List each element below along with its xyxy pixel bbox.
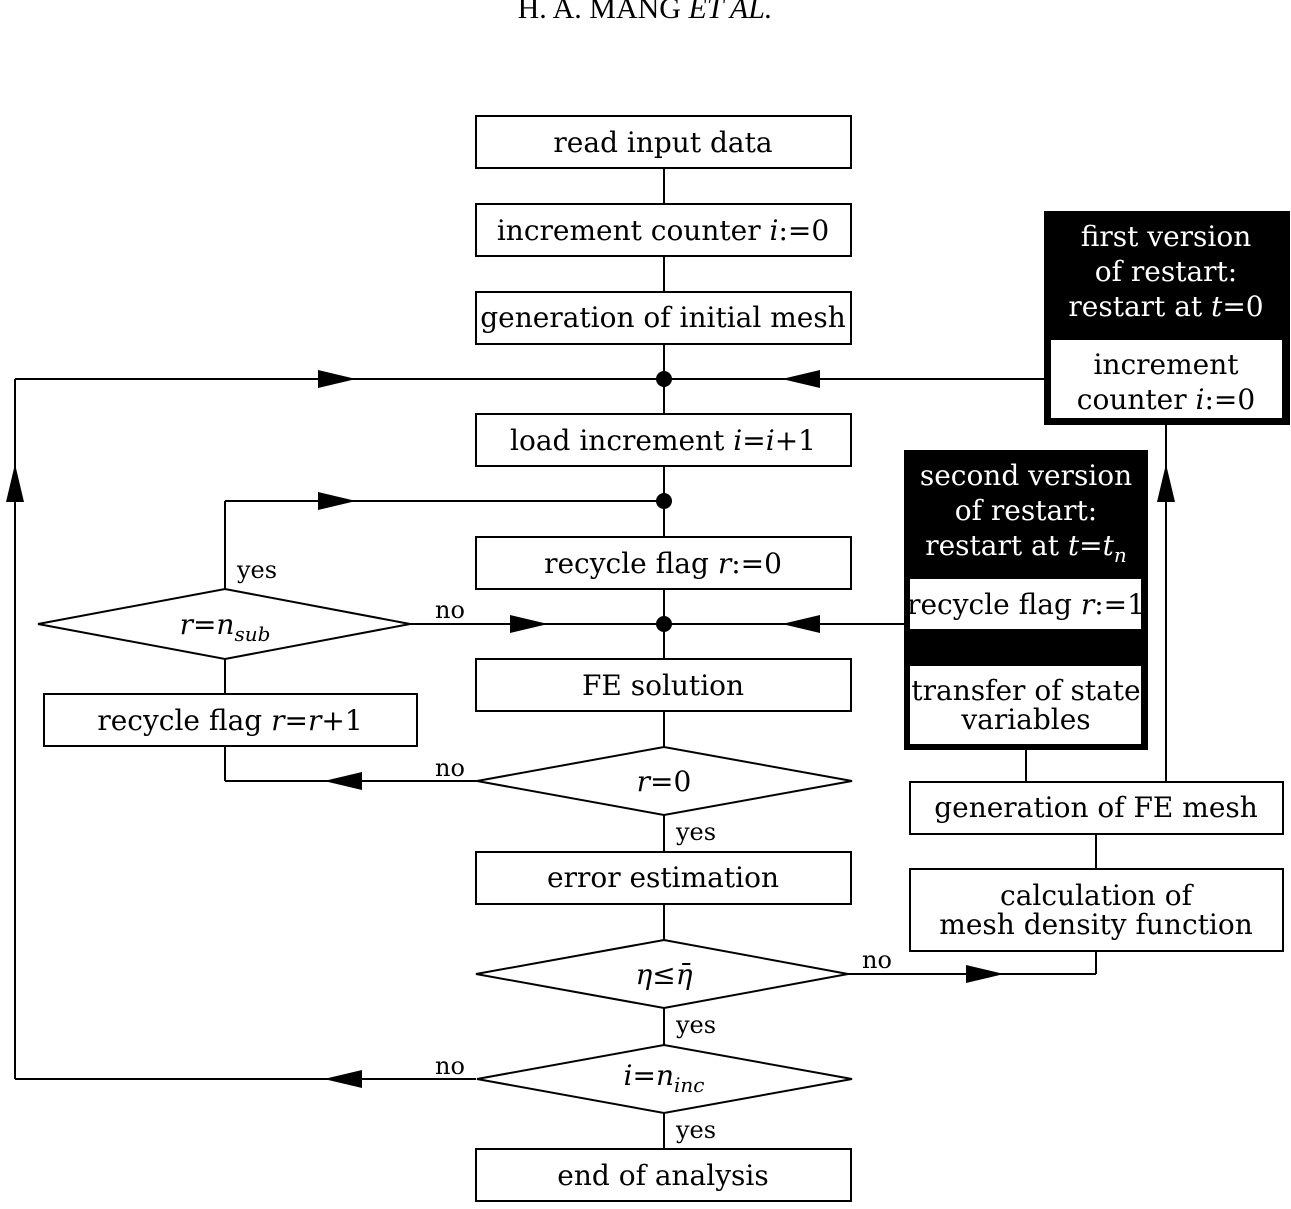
label-restart2-title-3: restart at t=tn (925, 529, 1127, 567)
edge-label-no-eta: no (862, 946, 892, 974)
arrow-right-recycle (318, 492, 356, 510)
decision-i-ninc (476, 1043, 853, 1115)
edge-label-yes-r0: yes (675, 818, 716, 846)
arrow-left-ninc-no (324, 1070, 362, 1088)
page-header: H. A. MANG ET AL. (518, 0, 773, 25)
edge-label-no-ninc: no (435, 1052, 465, 1080)
arrow-right-no (510, 615, 548, 633)
arrow-right-top (318, 370, 356, 388)
arrow-up-left-loop (6, 464, 24, 502)
label-restart1-title-3: restart at t=0 (1068, 290, 1263, 323)
label-restart2-transfer-2: variables (960, 703, 1090, 736)
box-recycle-increment (43, 693, 418, 747)
box-end-of-analysis (475, 1148, 852, 1202)
arrowheads (6, 370, 1175, 1088)
junction-dot (656, 616, 672, 632)
label-read-input: read input data (553, 126, 772, 159)
restart1-block (1044, 211, 1290, 425)
label-fe-solution: FE solution (582, 669, 744, 702)
label-recycle-flag: recycle flag r:=0 (544, 547, 782, 580)
junction-dot (656, 493, 672, 509)
box-error-estimation (475, 851, 852, 905)
label-restart2-title-1: second version (920, 459, 1132, 492)
label-restart1-inner-2: counter i:=0 (1077, 383, 1255, 416)
label-end-of-analysis: end of analysis (557, 1159, 768, 1192)
restart2-transfer-box (910, 666, 1141, 744)
box-fe-solution (475, 658, 852, 712)
junction-dot (656, 371, 672, 387)
label-restart2-title-2: of restart: (955, 494, 1097, 527)
edge-label-yes-eta: yes (675, 1011, 716, 1039)
restart1-inner-box (1051, 340, 1282, 418)
arrow-left-restart1 (782, 370, 820, 388)
decision-r0 (476, 745, 853, 817)
label-decision-eta: η≤η̄ (635, 958, 692, 991)
label-restart1-inner-1: increment (1093, 348, 1239, 381)
label-restart2-flag: recycle flag r:=1 (907, 588, 1145, 621)
label-restart1-title-1: first version (1081, 220, 1252, 253)
label-restart2-transfer-1: transfer of state (911, 674, 1140, 707)
restart2-block (904, 450, 1148, 750)
label-gen-fe-mesh: generation of FE mesh (934, 791, 1258, 824)
box-load-increment (475, 413, 852, 467)
label-load-increment: load increment i=i+1 (510, 424, 816, 457)
label-calc-density-2: mesh density function (939, 908, 1252, 941)
junctions (656, 371, 672, 632)
restart2-flag-box (910, 579, 1141, 629)
decision-eta (475, 938, 849, 1010)
box-calc-density (909, 868, 1284, 952)
box-read-input (475, 115, 852, 169)
label-decision-i-ninc: i=ninc (624, 1059, 705, 1097)
box-initial-mesh (475, 291, 852, 345)
label-increment-counter: increment counter i:=0 (497, 214, 829, 247)
box-recycle-flag (475, 536, 852, 590)
box-increment-counter (475, 203, 852, 257)
label-calc-density-1: calculation of (1000, 879, 1195, 912)
decision-r-nsub (37, 587, 411, 661)
label-decision-r0: r=0 (637, 765, 692, 798)
arrow-left-r0-no (324, 772, 362, 790)
arrow-left-restart2 (782, 615, 820, 633)
arrow-up-restart1 (1157, 464, 1175, 502)
label-restart1-title-2: of restart: (1095, 255, 1237, 288)
label-decision-r-nsub: r=nsub (180, 608, 271, 646)
edge-label-yes-ninc: yes (675, 1116, 716, 1144)
box-gen-fe-mesh (909, 781, 1284, 835)
edge-label-no-r0: no (435, 754, 465, 782)
label-error-estimation: error estimation (547, 861, 779, 894)
edge-label-no-rnsub: no (435, 596, 465, 624)
label-initial-mesh: generation of initial mesh (480, 301, 846, 334)
edge-label-yes-rnsub: yes (236, 556, 277, 584)
label-recycle-increment: recycle flag r=r+1 (97, 704, 362, 737)
arrow-right-eta-no (966, 965, 1004, 983)
